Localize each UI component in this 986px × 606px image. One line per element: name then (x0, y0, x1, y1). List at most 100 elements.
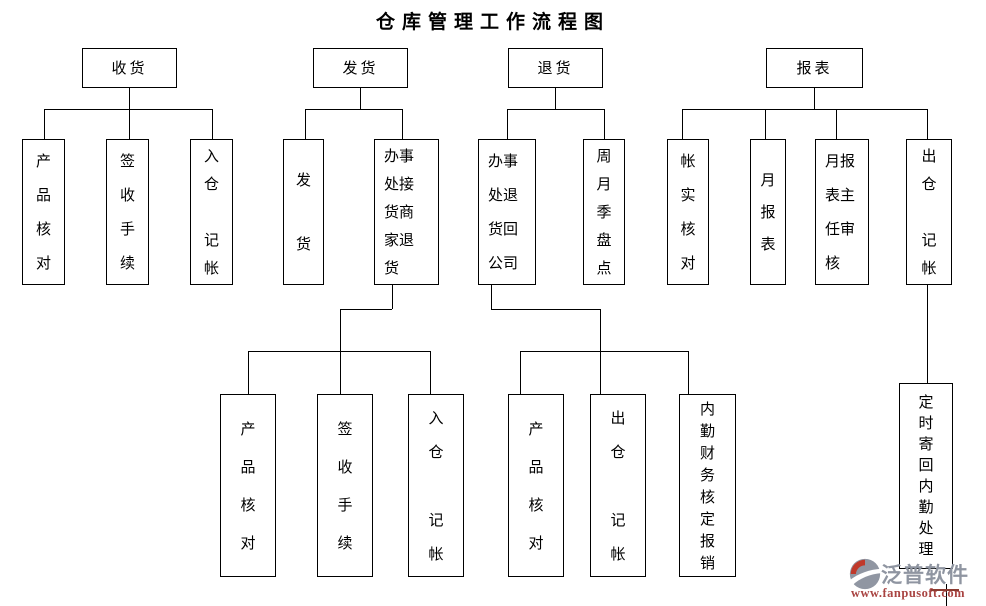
flow-node-f3: 内勤财务核定报销 (679, 394, 736, 577)
flow-node-label-line: 仓 (921, 175, 937, 193)
flow-node-label-line: 对 (528, 533, 544, 552)
connector-line (129, 88, 130, 109)
connector-line (430, 351, 431, 394)
flow-node-label-line: 手 (119, 220, 135, 238)
flow-node-e2: 签收手续 (317, 394, 373, 577)
flow-node-label-line: 收 (337, 457, 353, 476)
connector-line (765, 109, 766, 139)
connector-line (392, 285, 393, 309)
flow-node-label-line: 续 (119, 254, 135, 272)
flow-node-d4: 出仓记帐 (906, 139, 952, 285)
connector-line (44, 109, 212, 110)
connector-line (491, 309, 600, 310)
flow-node-label-line: 销 (699, 553, 715, 572)
flow-node-label-line: 回 (918, 456, 934, 474)
watermark-strike-line (931, 589, 959, 591)
flow-node-d1: 帐实核对 (667, 139, 709, 285)
flow-node-label-line: 货 (295, 235, 311, 253)
flow-node-shouhuo: 收货 (82, 48, 177, 88)
flow-node-label-line: 帐 (428, 544, 444, 563)
flow-node-label-line: 理 (918, 540, 934, 558)
flow-node-label-line: 处退 (488, 186, 519, 204)
connector-line (927, 109, 928, 139)
flow-node-a3: 入仓记帐 (190, 139, 233, 285)
flow-node-e3: 入仓记帐 (408, 394, 464, 577)
flow-node-label-line: 定 (918, 393, 934, 411)
flow-node-label-line (301, 196, 306, 228)
flow-node-label-line: 寄 (918, 435, 934, 453)
connector-line (946, 584, 947, 606)
flow-node-label-line: 核 (825, 254, 841, 272)
flow-node-label-line: 对 (35, 254, 51, 272)
flow-node-c2: 周月季盘点 (583, 139, 625, 285)
connector-line (248, 351, 430, 352)
flow-node-label-line: 记 (203, 231, 219, 249)
flow-node-label-line (434, 469, 439, 503)
flow-node-label-line: 周 (596, 147, 612, 165)
connector-line (682, 109, 683, 139)
flow-node-label-line: 发货 (342, 59, 379, 77)
flow-node-label-line: 产 (240, 419, 256, 438)
flow-node-label-line: 内 (699, 399, 715, 418)
flow-node-label-line: 月报 (825, 152, 856, 170)
flow-node-label-line: 货 (384, 259, 400, 277)
flow-node-f2: 出仓记帐 (590, 394, 646, 577)
connector-line (305, 109, 402, 110)
flow-node-label-line (209, 198, 214, 226)
flow-node-label-line: 报表 (796, 59, 833, 77)
flow-node-label-line: 勤 (699, 421, 715, 440)
flow-node-b2: 办事处接货商家退货 (374, 139, 439, 285)
flow-node-label-line: 核 (240, 495, 256, 514)
flow-node-label-line: 帐 (610, 544, 626, 563)
flow-node-d2: 月报表 (750, 139, 786, 285)
flow-node-label-line: 核 (35, 220, 51, 238)
flow-node-label-line: 品 (240, 457, 256, 476)
flow-node-a1: 产品核对 (22, 139, 65, 285)
flow-node-label-line: 月 (596, 175, 612, 193)
watermark-brand-text: 泛普软件 (881, 563, 969, 587)
flow-node-label-line: 办事 (384, 147, 415, 165)
flow-node-label-line: 公司 (488, 254, 519, 272)
connector-line (248, 351, 249, 394)
connector-line (507, 109, 604, 110)
flow-node-label-line: 收 (119, 186, 135, 204)
flow-node-label-line (616, 469, 621, 503)
flow-node-label-line: 签 (337, 419, 353, 438)
flow-node-label-line: 产 (528, 419, 544, 438)
flow-node-d3: 月报表主任审核 (815, 139, 869, 285)
flow-node-label-line: 仓 (610, 442, 626, 461)
flow-node-label-line: 内 (918, 477, 934, 495)
flow-node-b1: 发货 (283, 139, 324, 285)
flow-node-label-line: 签 (119, 152, 135, 170)
flow-node-label-line: 勤 (918, 498, 934, 516)
flow-node-label-line: 报 (699, 531, 715, 550)
flow-node-label-line: 处 (918, 519, 934, 537)
flow-node-label-line: 发 (295, 171, 311, 189)
flow-node-label-line: 续 (337, 533, 353, 552)
diagram-title: 仓库管理工作流程图 (375, 11, 610, 33)
connector-line (129, 109, 130, 139)
flow-node-label-line: 处接 (384, 175, 415, 193)
flow-node-label-line: 核 (680, 220, 696, 238)
flow-node-label-line: 表主 (825, 186, 856, 204)
flow-node-label-line: 办事 (488, 152, 519, 170)
connector-line (360, 88, 361, 109)
flow-node-label-line: 货回 (488, 220, 519, 238)
connector-line (305, 109, 306, 139)
flow-node-label-line: 品 (35, 186, 51, 204)
flow-node-label-line: 仓 (203, 175, 219, 193)
flow-node-e1: 产品核对 (220, 394, 276, 577)
flow-node-label-line: 报 (760, 203, 776, 221)
connector-line (604, 109, 605, 139)
flow-node-c1: 办事处退货回公司 (478, 139, 536, 285)
flow-node-tuihuo: 退货 (508, 48, 603, 88)
flow-node-label-line: 务 (699, 465, 715, 484)
flow-node-label-line: 品 (528, 457, 544, 476)
connector-line (340, 309, 392, 310)
flow-node-label-line: 任审 (825, 220, 856, 238)
connector-line (507, 109, 508, 139)
flow-node-label-line: 表 (760, 235, 776, 253)
flow-node-label-line: 核 (699, 487, 715, 506)
flow-node-label-line: 帐 (680, 152, 696, 170)
flow-node-f1: 产品核对 (508, 394, 564, 577)
